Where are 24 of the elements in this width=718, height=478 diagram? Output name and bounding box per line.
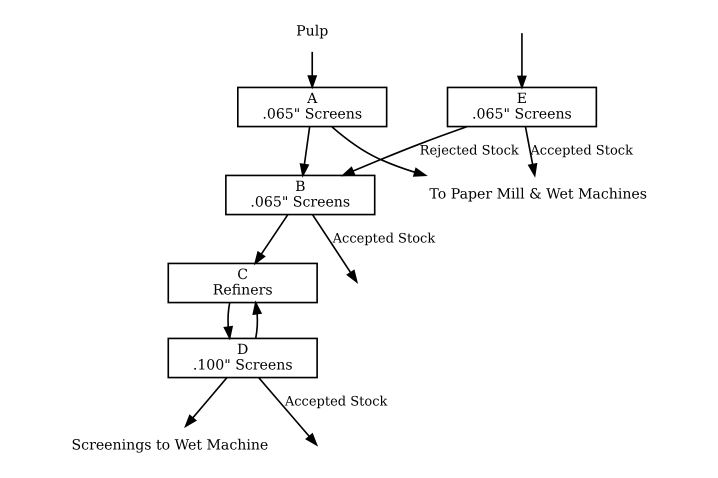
edge-label: Accepted Stock (530, 143, 632, 158)
arrow (516, 33, 526, 90)
arrow (524, 126, 537, 178)
node-box: D .100" Screens (166, 338, 318, 378)
arrow (258, 377, 318, 447)
node-box: C Refiners (166, 262, 318, 304)
node-text: Screenings to Wet Machine (71, 438, 268, 454)
arrow (222, 302, 233, 340)
arrow (252, 300, 262, 338)
edge-label: Rejected Stock (419, 143, 518, 158)
arrow (253, 214, 288, 266)
arrow (340, 126, 467, 176)
node-box: E .065" Screens (446, 86, 597, 128)
node-text: To Paper Mill & Wet Machines (428, 186, 647, 203)
arrow (306, 52, 317, 90)
edge-label: Accepted Stock (284, 394, 387, 410)
node-box: B .065" Screens (224, 174, 376, 216)
node-box: A .065" Screens (236, 86, 387, 128)
arrow (330, 126, 428, 177)
arrow (311, 214, 358, 284)
edge-label: Accepted Stock (332, 231, 435, 246)
arrow (299, 126, 310, 178)
arrow (184, 377, 228, 428)
node-text: Pulp (296, 24, 328, 40)
